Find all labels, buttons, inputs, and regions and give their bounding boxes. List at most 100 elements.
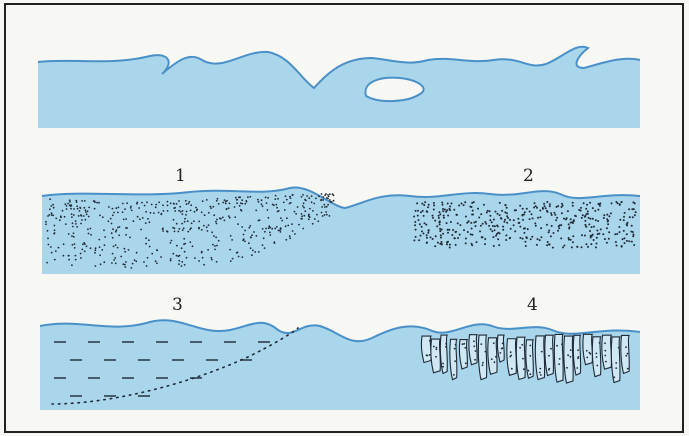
stipple-dot [297, 206, 299, 208]
stipple-dot [567, 210, 569, 212]
fringe-dot [599, 342, 601, 344]
stipple-dot [441, 229, 443, 231]
stipple-dot [114, 257, 116, 259]
fringe-dot [454, 360, 456, 362]
stipple-dot [167, 210, 169, 212]
stipple-dot [183, 227, 185, 229]
stipple-dot [518, 222, 520, 224]
stipple-dot [125, 261, 127, 263]
stipple-dot [210, 207, 212, 209]
stipple-dot [558, 225, 560, 227]
label-3: 3 [172, 295, 183, 315]
stipple-dot [134, 259, 136, 261]
stipple-dot [324, 194, 326, 196]
stipple-dot [71, 216, 73, 218]
stipple-dot [303, 207, 305, 209]
stipple-dot [65, 223, 67, 225]
stipple-dot [501, 210, 503, 212]
stipple-dot [49, 198, 51, 200]
stipple-dot [503, 221, 505, 223]
stipple-dot [631, 225, 633, 227]
stipple-dot [155, 204, 157, 206]
stipple-dot [552, 247, 554, 249]
stipple-dot [115, 231, 117, 233]
stipple-dot [589, 202, 591, 204]
stipple-dot [173, 219, 175, 221]
stipple-dot [415, 229, 417, 231]
stipple-dot [81, 249, 83, 251]
fringe-dot [627, 353, 629, 355]
stipple-dot [122, 211, 124, 213]
stipple-dot [219, 217, 221, 219]
stipple-dot [476, 241, 478, 243]
stipple-dot [47, 215, 49, 217]
stipple-dot [551, 214, 553, 216]
fringe-dot [578, 356, 580, 358]
fringe-dot [436, 347, 438, 349]
stipple-dot [156, 262, 158, 264]
stipple-dot [103, 229, 105, 231]
stipple-dot [170, 260, 172, 262]
stipple-dot [560, 224, 562, 226]
stipple-dot [437, 242, 439, 244]
stipple-dot [198, 260, 200, 262]
stipple-dot [493, 219, 495, 221]
stipple-dot [424, 222, 426, 224]
stipple-dot [129, 237, 131, 239]
stipple-dot [217, 198, 219, 200]
fringe-dot [511, 368, 513, 370]
stipple-dot [76, 226, 78, 228]
stipple-dot [69, 204, 71, 206]
stipple-dot [147, 257, 149, 259]
stipple-dot [230, 260, 232, 262]
fringe-dot [625, 355, 627, 357]
stipple-dot [497, 225, 499, 227]
stipple-dot [568, 237, 570, 239]
stipple-dot [213, 214, 215, 216]
stipple-dot [585, 226, 587, 228]
stipple-dot [136, 203, 138, 205]
stipple-dot [286, 217, 288, 219]
stipple-dot [215, 221, 217, 223]
stipple-dot [529, 218, 531, 220]
stipple-dot [66, 205, 68, 207]
stipple-dot [430, 236, 432, 238]
stipple-dot [277, 211, 279, 213]
stipple-dot [432, 215, 434, 217]
stipple-dot [174, 210, 176, 212]
stipple-dot [465, 238, 467, 240]
stipple-dot [424, 201, 426, 203]
stipple-dot [560, 237, 562, 239]
stipple-dot [505, 234, 507, 236]
stipple-dot [479, 230, 481, 232]
stipple-dot [279, 229, 281, 231]
stipple-dot [449, 209, 451, 211]
stipple-dot [144, 205, 146, 207]
stipple-dot [287, 225, 289, 227]
stipple-dot [143, 261, 145, 263]
fringe-dot [613, 376, 615, 378]
fringe-column [478, 335, 486, 380]
stipple-dot [251, 234, 253, 236]
stipple-dot [446, 222, 448, 224]
stipple-dot [262, 244, 264, 246]
stipple-dot [186, 203, 188, 205]
stipple-dot [145, 237, 147, 239]
stipple-dot [591, 235, 593, 237]
stipple-dot [149, 221, 151, 223]
stipple-dot [500, 218, 502, 220]
fringe-dot [559, 358, 561, 360]
stipple-dot [141, 202, 143, 204]
stipple-dot [581, 246, 583, 248]
stipple-dot [194, 211, 196, 213]
stipple-dot [242, 239, 244, 241]
stipple-dot [195, 207, 197, 209]
stipple-dot [104, 244, 106, 246]
stipple-dot [269, 232, 271, 234]
stipple-dot [470, 233, 472, 235]
stipple-dot [224, 220, 226, 222]
stipple-dot [158, 212, 160, 214]
stipple-dot [51, 214, 53, 216]
stipple-dot [58, 247, 60, 249]
stipple-dot [251, 254, 253, 256]
